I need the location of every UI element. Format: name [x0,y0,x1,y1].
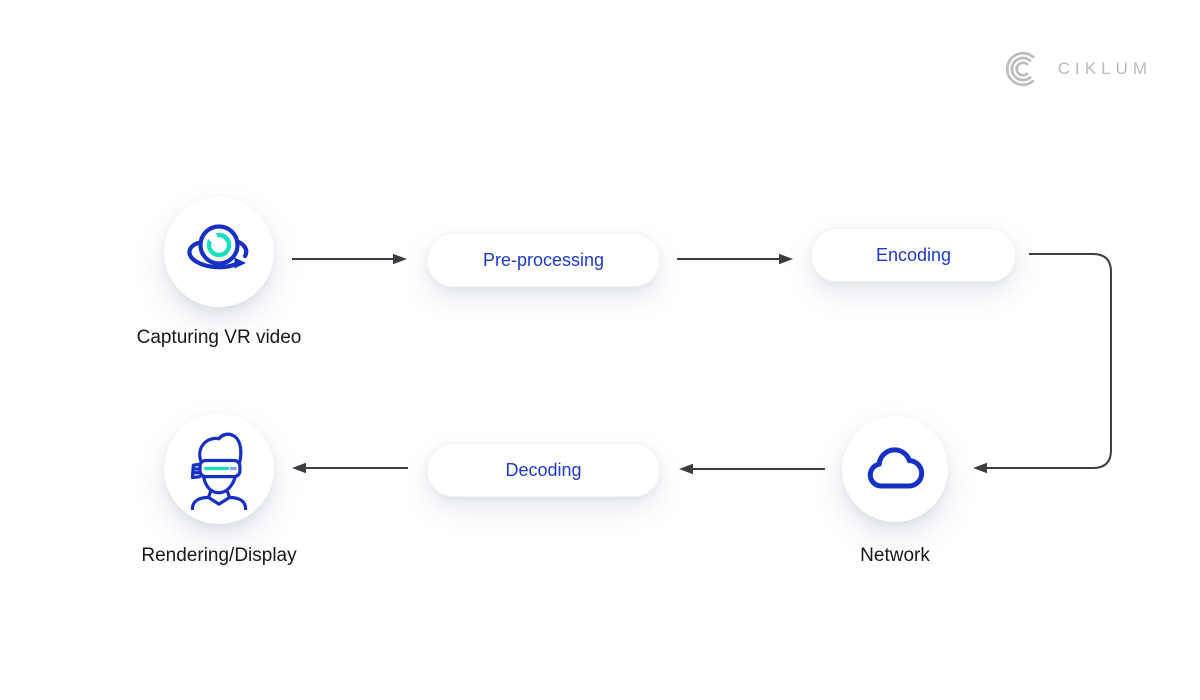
vr-headset-person-icon [190,432,248,510]
node-capturing-vr-video[interactable] [164,197,274,307]
node-label-rendering: Rendering/Display [141,545,297,566]
brand-logo: CIKLUM [1002,48,1152,90]
node-network[interactable] [842,416,948,522]
brand-name: CIKLUM [1057,59,1152,78]
camera-360-icon [187,224,249,270]
ciklum-logo-icon [1005,51,1035,87]
arrow-encoding-to-network [973,253,1112,474]
node-decoding[interactable]: Decoding [427,443,660,497]
node-label-network: Network [860,545,930,566]
node-pre-processing[interactable]: Pre-processing [427,233,660,287]
node-rendering-display[interactable] [164,414,274,524]
pill-label: Decoding [505,459,582,480]
node-label-capturing: Capturing VR video [136,327,302,348]
pill-label: Encoding [875,244,952,265]
cloud-icon [867,447,925,489]
pill-label: Pre-processing [482,249,605,270]
node-encoding[interactable]: Encoding [811,228,1016,282]
